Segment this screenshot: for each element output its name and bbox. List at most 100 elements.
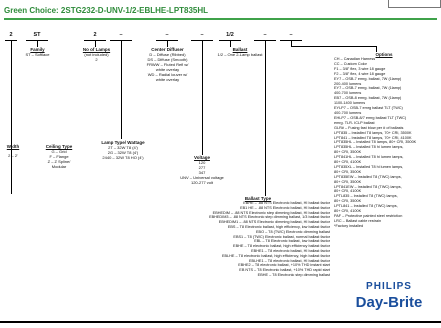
seq-options: – bbox=[289, 32, 293, 38]
option-line: 80+ CRI, 4100K bbox=[334, 189, 362, 194]
ballast-type-line: EBHE1 – T8 electronic ballast, HI ballas… bbox=[251, 248, 330, 253]
option-line: emrg. TLR- ICLP ballast bbox=[334, 120, 375, 125]
seq-underline bbox=[254, 40, 276, 41]
option-line: LPTL841 – Installed T8 (TWC) lamps, bbox=[334, 204, 398, 209]
voltage-option: UNV – Universal voltage bbox=[180, 175, 224, 180]
option-line: EY7 – OSB-7 emrg. ballast, 7W (1lamp) bbox=[334, 86, 402, 91]
option-line: 80+ CRI, 3500K bbox=[334, 169, 362, 174]
header-corner-box bbox=[388, 0, 441, 8]
option-line: 1100-1400 lumens bbox=[334, 101, 366, 106]
seq-underline bbox=[219, 40, 241, 41]
ballast-section: Ballast 1/2 – One 2-Lamp ballast bbox=[212, 47, 268, 57]
ballast-type-line: EBHE – .88 NTS Electronic ballast, HI ba… bbox=[243, 201, 330, 205]
option-line: LPT835HL – Installed T8 hi lumen lamps, bbox=[334, 145, 404, 150]
connector-line bbox=[37, 41, 38, 47]
diffuser-option: DS – Diffuse (Smooth) bbox=[147, 57, 188, 62]
seq-voltage: – bbox=[200, 32, 204, 38]
diffuser-option: white overlay bbox=[155, 77, 180, 82]
connector-line bbox=[95, 41, 96, 47]
option-line: 200-400 lumens bbox=[334, 81, 362, 86]
voltage-option: 347 bbox=[198, 170, 206, 175]
seq-ballast-type: – bbox=[263, 32, 267, 38]
ballast-type-line: EBHEDIM3 – .88 NTS Electronic step dimmi… bbox=[209, 215, 330, 220]
family-heading: Family bbox=[30, 47, 45, 52]
family-option: ST – Softlace bbox=[25, 52, 50, 57]
voltage-option: 277 bbox=[198, 165, 206, 170]
diffuser-heading: Center Diffuser bbox=[151, 47, 184, 52]
option-line: LPT841 – Installed T8 lamps, 70+ CRI, 41… bbox=[334, 135, 412, 140]
width-section: Width 2 – 2' bbox=[3, 144, 23, 158]
seq-underline bbox=[156, 40, 178, 41]
voltage-section: Voltage 120 277 347 UNV – Universal volt… bbox=[180, 155, 224, 185]
seq-lamp-type: – bbox=[119, 32, 123, 38]
option-line: LPT835 – Installed T8 lamps, 70+ CRI, 35… bbox=[334, 130, 412, 135]
option-line: F2 – 3/8" flex, 4 wire 18 gauge bbox=[334, 71, 386, 76]
wattage-option: 2G – 32W T8 (4') bbox=[107, 150, 139, 155]
ballast-type-line: EBL – T8 Electronic ballast, low ballast… bbox=[254, 239, 330, 244]
seq-underline bbox=[26, 40, 48, 41]
diffuser-option: FRWW – Fluted Refl w/ bbox=[146, 62, 189, 67]
wattage-option: 2440 – 32W T8 HO (4') bbox=[102, 155, 144, 160]
option-line: EY7 – OSB-7 emrg. ballast, 7W (1lamp) bbox=[334, 76, 402, 81]
option-line: LPT835HL – Installed T8 lamps, 80+ CRI, … bbox=[334, 140, 417, 145]
ballast-type-line: EB1 HE – .88 NTS Electronic ballast, HI … bbox=[240, 205, 330, 210]
option-line: LPTL835 – Installed T8 (TWC) lamps, bbox=[334, 194, 398, 199]
option-line: EHLP7 – OSB-8/7 emrg ballast TLT (TWC) bbox=[334, 115, 407, 120]
daybrite-logo: Day-Brite bbox=[355, 294, 423, 311]
option-line: *Factory installed bbox=[334, 223, 364, 228]
option-line: F1 – 3/8" flex, 3 wire 18 gauge bbox=[334, 66, 386, 71]
ballast-type-line: EBHE – T8 electronic ballast, high effic… bbox=[233, 244, 330, 249]
option-line: LPT841EW – Installed T8 (TWC) lamps, bbox=[334, 184, 402, 189]
voltage-option: 120 bbox=[198, 160, 206, 165]
wattage-section: Lamp Type/ Wattage 2T – 32W T8 (4') 2G –… bbox=[100, 140, 146, 160]
option-line: LPT835EW – Installed T8 (TWC) lamps, bbox=[334, 174, 402, 179]
ballast-type-line: EBHE – T8 Electronic step dimming ballas… bbox=[257, 272, 330, 277]
width-option: 2 – 2' bbox=[8, 153, 18, 158]
ceiling-option: G – Grid bbox=[51, 149, 67, 154]
ballast-type-line: EBLHE1 – T8 electronic ballast, HI balla… bbox=[249, 258, 330, 263]
seq-family: ST bbox=[33, 32, 41, 38]
ballast-type-line: EB NTS – T8 Electronic ballast, +10% THD… bbox=[239, 268, 330, 273]
ballast-type-section: Ballast Type EBHE – .88 NTS Electronic b… bbox=[178, 196, 338, 278]
option-line: 80+ CRI, 3500K bbox=[334, 199, 362, 204]
connector-line bbox=[121, 41, 122, 139]
width-heading: Width bbox=[6, 144, 20, 149]
ceiling-option: F – Flange bbox=[49, 154, 69, 159]
lamps-section: No of Lamps (not included) 2 bbox=[74, 47, 119, 62]
option-line: CH – Canadian Harness bbox=[334, 57, 376, 61]
connector-line bbox=[291, 46, 377, 47]
connector-line bbox=[11, 41, 12, 194]
option-line: 80+ CRI, 3500K bbox=[334, 150, 362, 155]
voltage-heading: Voltage bbox=[194, 155, 210, 160]
option-line: LRC – Ballast cable restrain bbox=[334, 218, 382, 223]
ballast-type-line: EBS1 – T8 (TWC) Electronic ballast, norm… bbox=[233, 234, 330, 239]
connector-line bbox=[167, 41, 168, 47]
seq-lamps: 2 bbox=[93, 32, 97, 38]
seq-underline bbox=[84, 40, 106, 41]
seq-underline bbox=[110, 40, 132, 41]
ballast-heading: Ballast bbox=[232, 47, 248, 52]
lamps-heading: No of Lamps bbox=[82, 47, 111, 52]
ceiling-section: Ceiling Type G – Grid F – Flange Z – Z S… bbox=[42, 144, 76, 169]
ballast-type-line: EBHEDIM – .88 NTS Electronic step dimmin… bbox=[212, 210, 330, 215]
ballast-type-line: EBS – T8 Electronic ballast, high effici… bbox=[227, 224, 330, 229]
diffuser-option: WD – Radial louver w/ bbox=[147, 72, 188, 77]
option-line: PAF – Protective painted steel restricti… bbox=[334, 214, 403, 218]
ceiling-option: Z – Z Spline/ bbox=[47, 159, 71, 164]
options-heading: Options bbox=[375, 52, 393, 57]
ballast-type-line: EBHE2 – T8 electronic ballast, +10% THD … bbox=[238, 263, 330, 268]
page-title: Green Choice: 2STG232-D-UNV-1/2-EBLHE-LP… bbox=[4, 6, 209, 15]
connector-line bbox=[265, 41, 266, 196]
option-line: 80+ CRI, 3500K bbox=[334, 179, 362, 184]
connector-line bbox=[376, 46, 377, 52]
diffuser-option: D – Diffuse (Ribbed) bbox=[149, 52, 186, 57]
seq-underline bbox=[280, 40, 302, 41]
option-line: EYLP7 – OSB-7 emrg ballast TLT (TWC) bbox=[334, 106, 403, 111]
connector-line bbox=[291, 41, 292, 46]
voltage-option: 120-277 volt bbox=[190, 180, 213, 185]
option-line: CC – Custom Color bbox=[334, 61, 367, 66]
ceiling-heading: Ceiling Type bbox=[45, 144, 73, 149]
bottom-rule bbox=[0, 321, 441, 323]
ballast-type-line: EBHEDIM1 – .88 NTS Electronic dimming ba… bbox=[218, 220, 330, 225]
